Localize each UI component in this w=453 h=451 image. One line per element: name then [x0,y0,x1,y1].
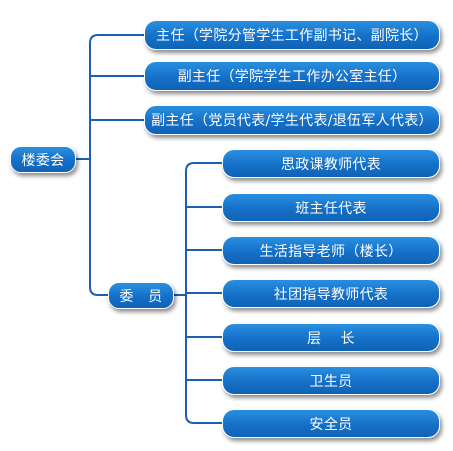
member-node: 社团指导教师代表 [222,279,440,308]
root-node: 楼委会 [10,146,76,173]
leader-label: 副主任（党员代表/学生代表/退伍军人代表） [151,113,433,129]
committee-label: 委 员 [119,288,163,305]
leader-node-deputy-representatives: 副主任（党员代表/学生代表/退伍军人代表） [144,105,440,135]
leader-label: 主任（学院分管学生工作副书记、副院长） [156,28,428,44]
leader-label: 副主任（学院学生工作办公室主任） [177,69,407,85]
member-label: 社团指导教师代表 [273,286,389,303]
member-label: 层 长 [307,330,355,347]
leader-node-director: 主任（学院分管学生工作副书记、副院长） [144,20,440,50]
member-node: 安全员 [222,409,440,438]
member-label: 安全员 [309,416,353,433]
member-node: 层 长 [222,323,440,352]
root-label: 楼委会 [21,152,65,169]
member-label: 生活指导老师（楼长） [259,243,403,260]
connector-main-trunk [89,34,99,296]
member-label: 卫生员 [309,373,353,390]
member-node: 生活指导老师（楼长） [222,236,440,265]
member-node: 班主任代表 [222,193,440,222]
member-label: 思政课教师代表 [280,156,382,173]
member-node: 卫生员 [222,366,440,395]
member-node: 思政课教师代表 [222,149,440,178]
leader-node-deputy-office: 副主任（学院学生工作办公室主任） [144,61,440,91]
member-label: 班主任代表 [295,200,367,217]
committee-node: 委 员 [108,282,174,309]
